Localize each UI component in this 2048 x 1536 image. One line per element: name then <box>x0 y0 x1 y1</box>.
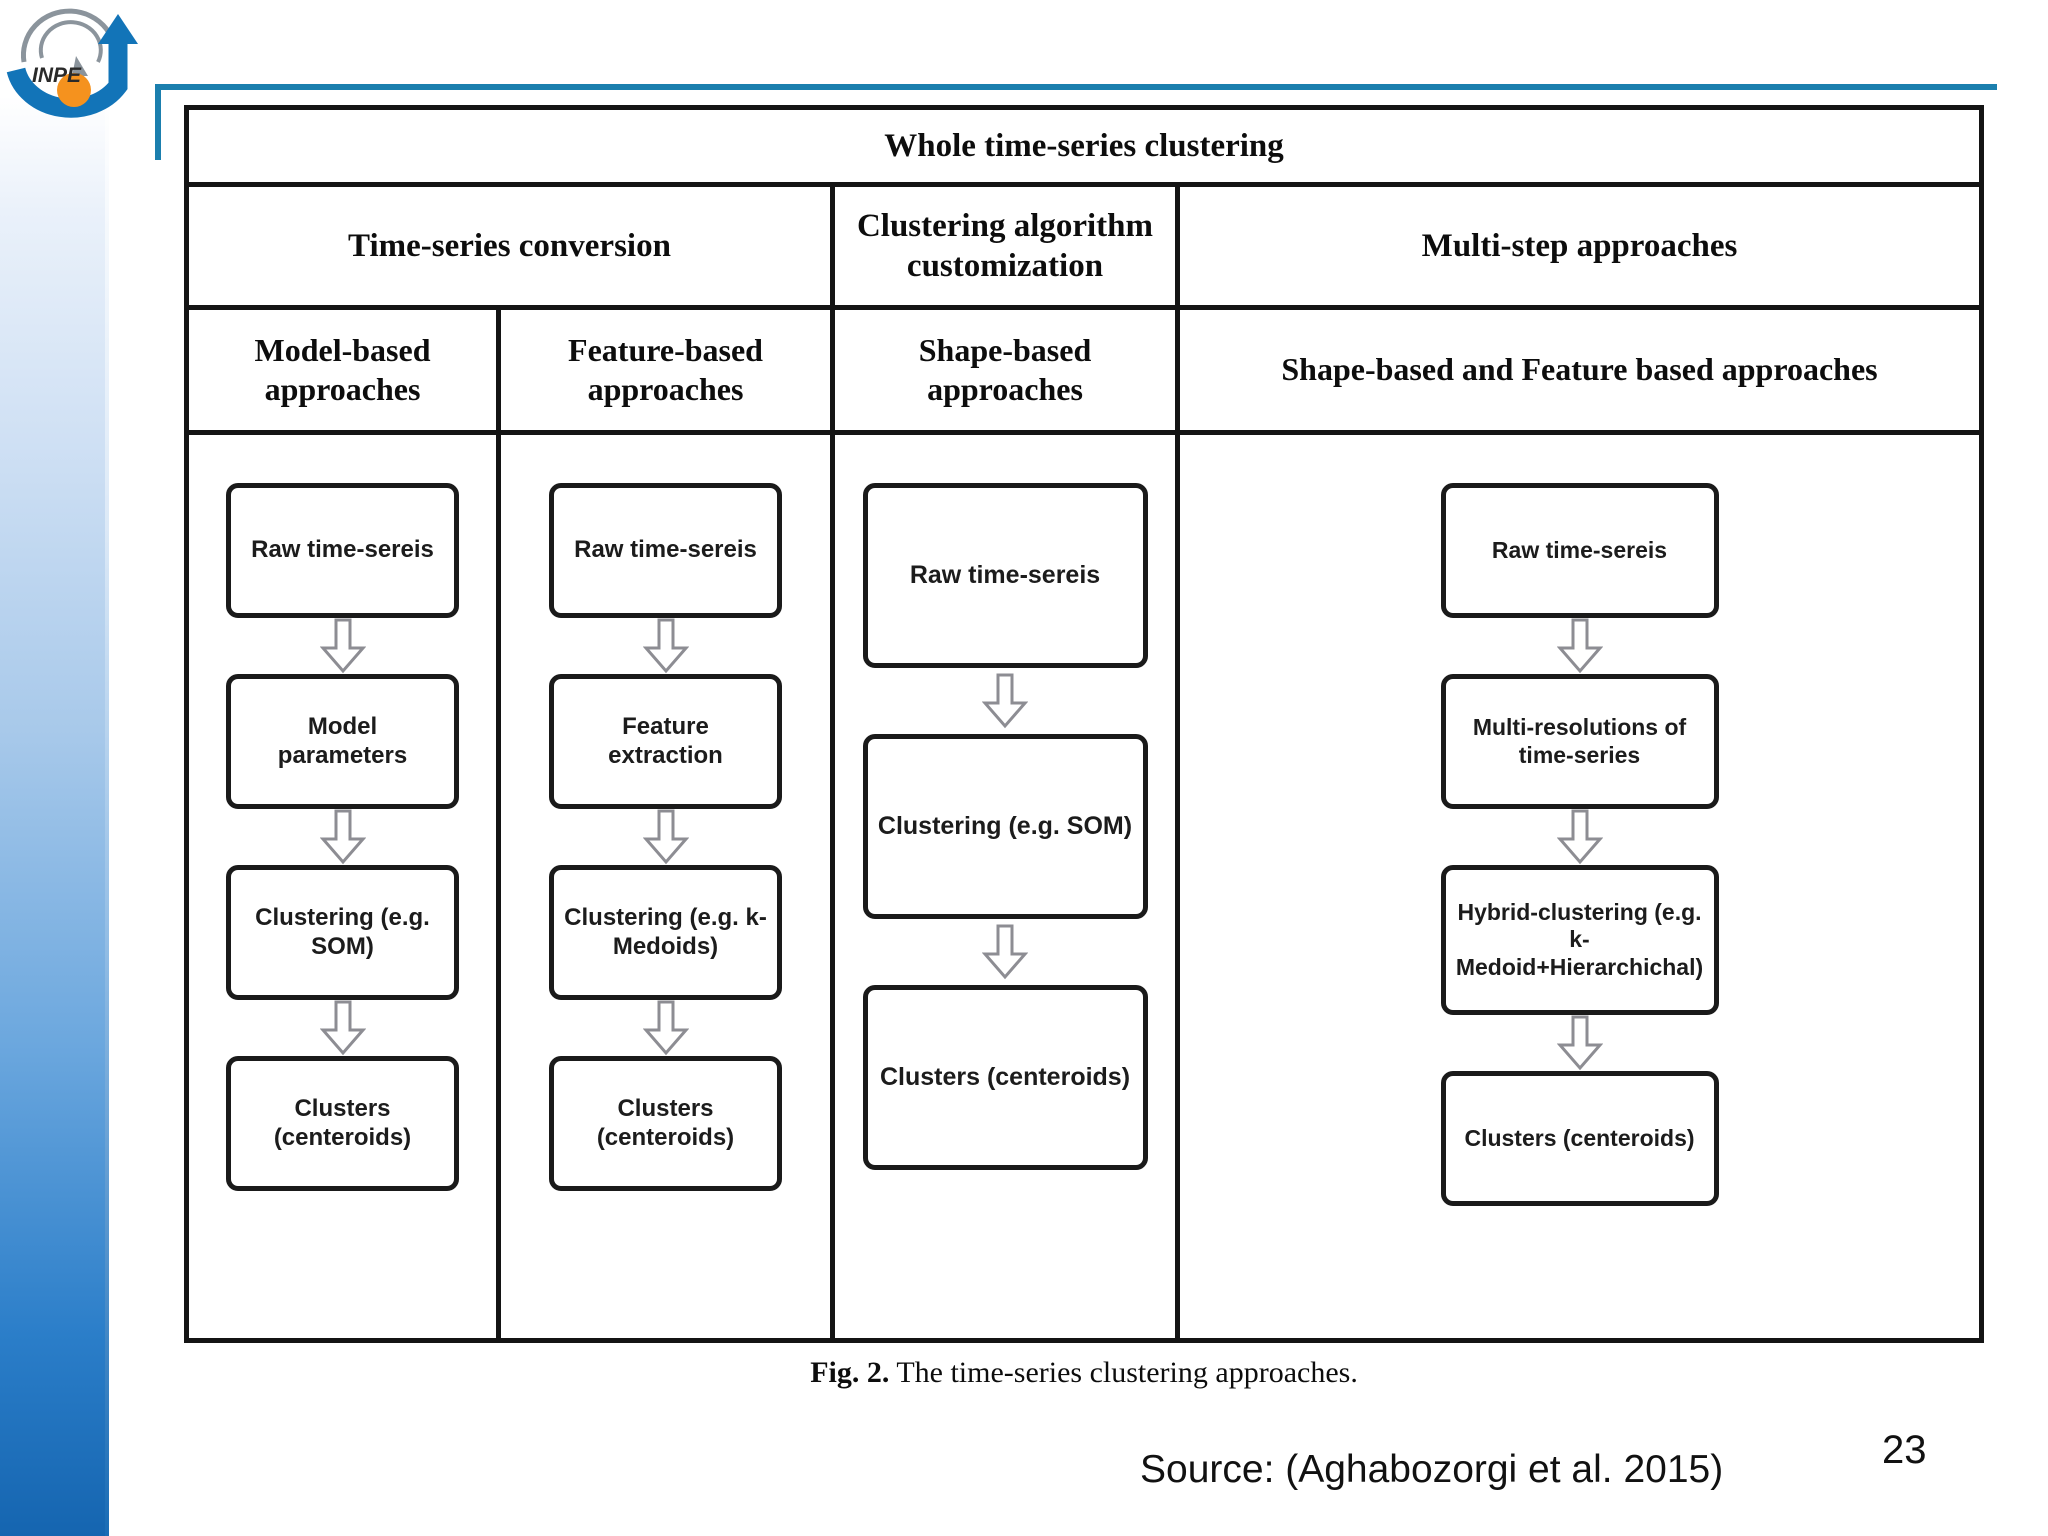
flow-node: Hybrid-clustering (e.g. k-Medoid+Hierarc… <box>1440 865 1719 1015</box>
flow-node: Raw time-sereis <box>862 483 1148 668</box>
flow-node: Clusters (centeroids) <box>549 1056 782 1191</box>
tier3-divider-1 <box>496 310 501 430</box>
down-arrow-icon <box>319 618 366 674</box>
svg-text:INPE: INPE <box>32 64 82 87</box>
inpe-logo: INPE <box>2 0 162 126</box>
tier2-label-1: Clustering algorithm customization <box>856 207 1154 284</box>
flow-node: Raw time-sereis <box>1440 483 1719 618</box>
tier2-cell-time-series-conversion: Time-series conversion <box>189 187 830 305</box>
tier3-label-1: Feature-based approaches <box>568 331 763 407</box>
flow-node: Raw time-sereis <box>549 483 782 618</box>
body-divider-3 <box>1175 435 1180 1338</box>
down-arrow-icon <box>319 809 366 865</box>
figure-caption: Fig. 2. The time-series clustering appro… <box>184 1356 1984 1390</box>
tier1-title-cell: Whole time-series clustering <box>189 110 1979 182</box>
tier2-label-2: Multi-step approaches <box>1421 227 1738 264</box>
tier2-label-0: Time-series conversion <box>348 227 671 264</box>
tier3-label-0: Model-based approaches <box>254 331 431 407</box>
down-arrow-icon <box>1556 618 1603 674</box>
tier1-title-label: Whole time-series clustering <box>884 127 1284 164</box>
sidebar-gradient-band <box>0 96 105 1536</box>
tier1-bottom-border <box>189 182 1979 187</box>
sidebar-gradient-edge <box>105 96 109 1536</box>
flow-column-shape-and-feature-based: Raw time-sereis Multi-resolutions of tim… <box>1180 435 1979 1338</box>
tier3-divider-3 <box>1175 310 1180 430</box>
tier3-cell-shape-based: Shape-based approaches <box>835 310 1175 430</box>
tier3-cell-shape-and-feature-based: Shape-based and Feature based approaches <box>1180 310 1979 430</box>
source-note: Source: (Aghabozorgi et al. 2015) <box>1140 1448 1724 1491</box>
tier2-cell-clustering-algorithm-customization: Clustering algorithm customization <box>835 187 1175 305</box>
taxonomy-tier1-row: Whole time-series clustering <box>189 110 1979 182</box>
accent-rule-vertical <box>155 84 161 160</box>
tier2-divider-2 <box>1175 187 1180 305</box>
tier3-cell-model-based: Model-based approaches <box>189 310 496 430</box>
body-divider-2 <box>830 435 835 1338</box>
flow-node: Clustering (e.g. k-Medoids) <box>549 865 782 1000</box>
taxonomy-tier2-row: Time-series conversion Clustering algori… <box>189 187 1979 305</box>
down-arrow-icon <box>1556 809 1603 865</box>
down-arrow-icon <box>982 919 1028 985</box>
flow-node: Feature extraction <box>549 674 782 809</box>
down-arrow-icon <box>642 809 689 865</box>
tier3-label-2: Shape-based approaches <box>918 331 1092 407</box>
tier3-cell-feature-based: Feature-based approaches <box>501 310 830 430</box>
down-arrow-icon <box>642 618 689 674</box>
flow-node: Clustering (e.g. SOM) <box>862 734 1148 919</box>
tier3-divider-2 <box>830 310 835 430</box>
flow-node: Raw time-sereis <box>226 483 459 618</box>
tier3-label-3: Shape-based and Feature based approaches <box>1281 351 1878 388</box>
flow-node: Multi-resolutions of time-series <box>1440 674 1719 809</box>
figure-caption-label: Fig. 2. <box>810 1356 890 1389</box>
tier2-bottom-border <box>189 305 1979 310</box>
figure-caption-text: The time-series clustering approaches. <box>896 1356 1358 1389</box>
flow-column-model-based: Raw time-sereis Model parameters Cluster… <box>189 435 496 1338</box>
taxonomy-body-row: Raw time-sereis Model parameters Cluster… <box>189 435 1979 1338</box>
tier2-divider-1 <box>830 187 835 305</box>
flow-node: Clusters (centeroids) <box>862 985 1148 1170</box>
down-arrow-icon <box>982 668 1028 734</box>
flow-node: Clusters (centeroids) <box>1440 1071 1719 1206</box>
down-arrow-icon <box>319 1000 366 1056</box>
figure-time-series-clustering: Whole time-series clustering Time-series… <box>184 105 1984 1343</box>
page-number: 23 <box>1882 1428 1927 1472</box>
down-arrow-icon <box>642 1000 689 1056</box>
accent-rule-horizontal <box>155 84 1997 90</box>
taxonomy-tier3-row: Model-based approaches Feature-based app… <box>189 310 1979 430</box>
flow-column-feature-based: Raw time-sereis Feature extraction Clust… <box>501 435 830 1338</box>
flow-column-shape-based: Raw time-sereis Clustering (e.g. SOM) Cl… <box>835 435 1175 1338</box>
taxonomy-table: Whole time-series clustering Time-series… <box>184 105 1984 1343</box>
body-divider-1 <box>496 435 501 1338</box>
flow-node: Model parameters <box>226 674 459 809</box>
tier2-cell-multi-step-approaches: Multi-step approaches <box>1180 187 1979 305</box>
flow-node: Clusters (centeroids) <box>226 1056 459 1191</box>
down-arrow-icon <box>1556 1015 1603 1071</box>
tier3-bottom-border <box>189 430 1979 435</box>
flow-node: Clustering (e.g. SOM) <box>226 865 459 1000</box>
